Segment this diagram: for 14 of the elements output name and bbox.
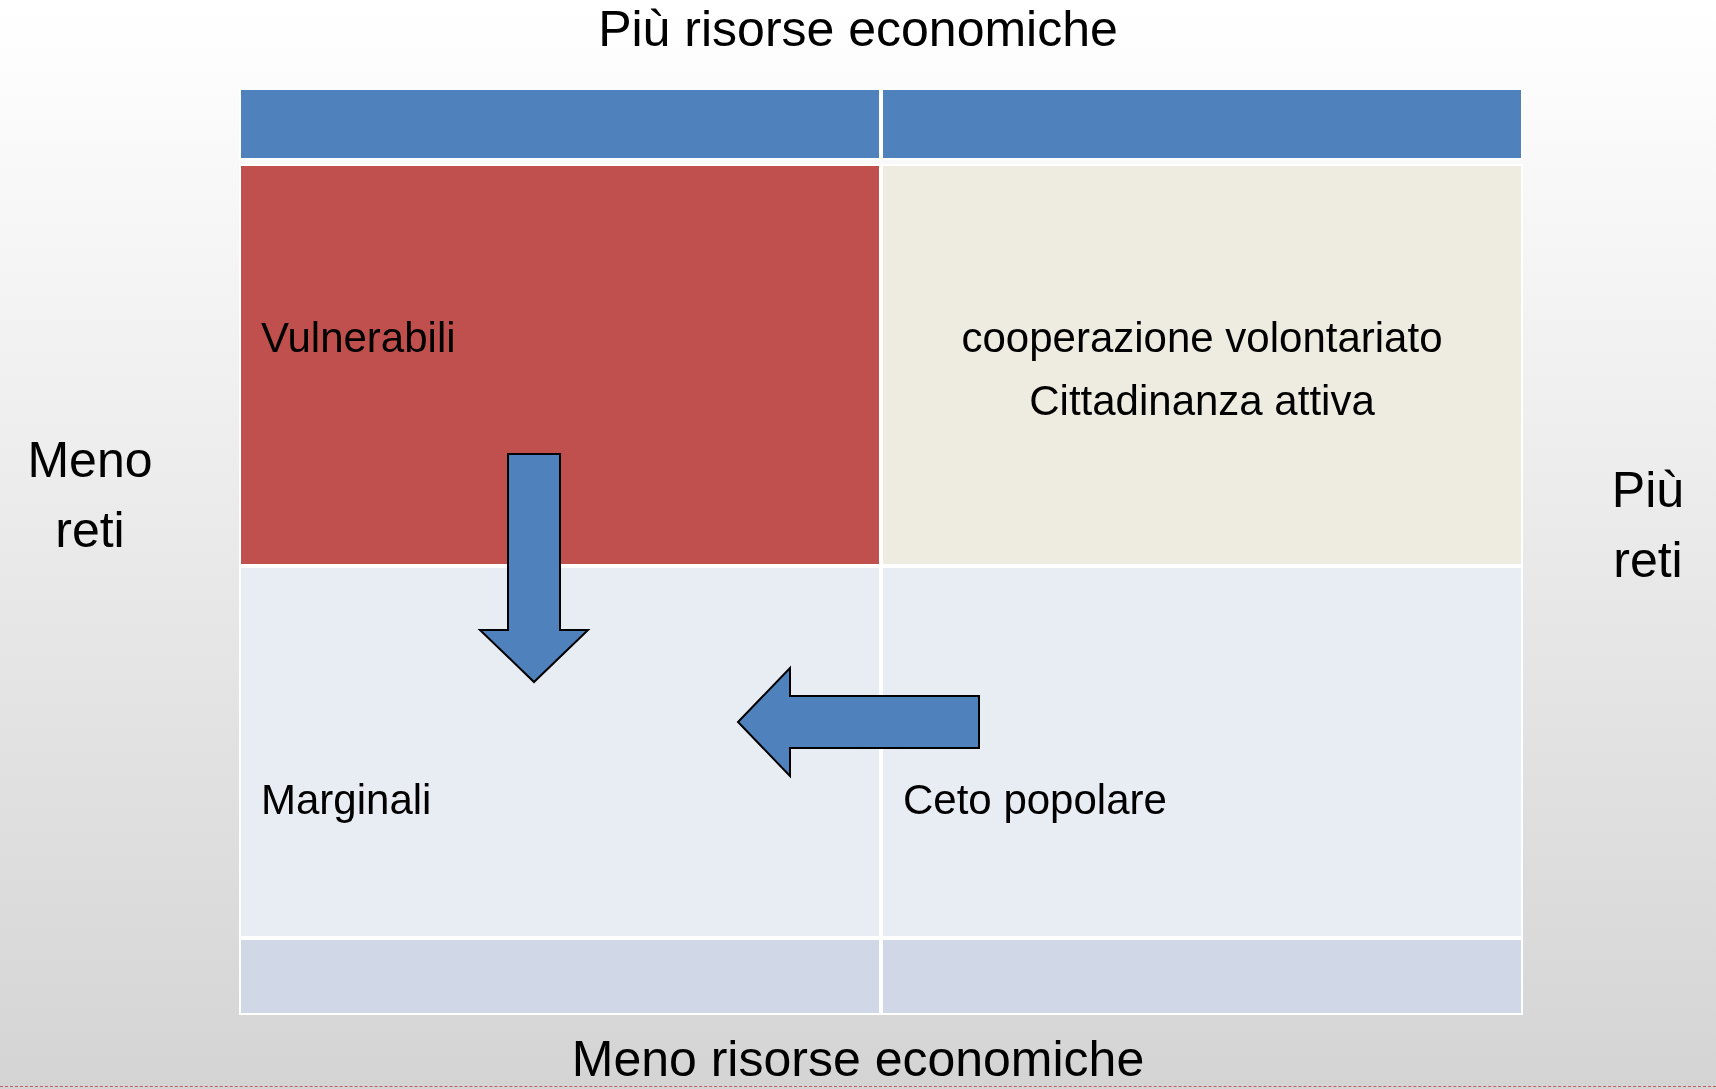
cell-text: cooperazione volontariato Cittadinanza attiva (960, 313, 1444, 426)
axis-title: Più risorse economiche (597, 0, 1119, 59)
quadrant-cell (239, 566, 881, 938)
quadrant-cell (239, 164, 881, 566)
block-arrow (736, 665, 980, 779)
cell-text: Marginali (261, 775, 432, 825)
axis-label: Più reti (1610, 461, 1686, 590)
cell-text: Vulnerabili (261, 313, 456, 363)
quadrant-cell (881, 566, 1523, 938)
cell-text: Ceto popolare (903, 775, 1167, 825)
axis-label: Meno risorse economiche (570, 1030, 1146, 1089)
quadrant-cell (881, 164, 1523, 566)
block-arrow (477, 453, 591, 684)
axis-label: Meno reti (26, 431, 154, 560)
